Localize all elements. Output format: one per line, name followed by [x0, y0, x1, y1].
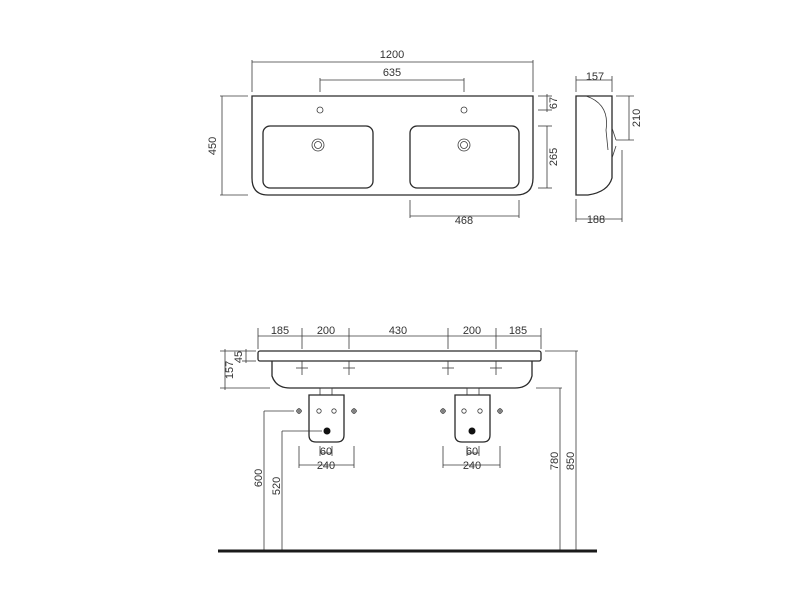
basin-inner-side: [585, 95, 609, 151]
trap-right-waste: [468, 427, 476, 435]
trap-left-waste: [323, 427, 331, 435]
dim-seg-2: 200: [317, 325, 335, 337]
right-bowl: [409, 125, 520, 189]
tap-hole-right: [460, 106, 468, 114]
trap-right-bolt-1: [461, 408, 467, 414]
basin-body-front: [271, 361, 533, 389]
dim-trap-inner-right: 60: [466, 446, 478, 458]
dim-seg-1: 185: [271, 325, 289, 337]
dim-side-bottom: 188: [587, 214, 605, 226]
trap-left-bolt-2: [331, 408, 337, 414]
trap-left-bolt-1: [316, 408, 322, 414]
dim-seg-3: 430: [389, 325, 407, 337]
top-view: 1200 635 450 67 265 468: [207, 49, 560, 227]
tap-hole-left: [316, 106, 324, 114]
trap-neck-left: [319, 387, 333, 396]
trap-neck-right: [466, 387, 480, 396]
basin-rim: [257, 350, 542, 362]
drain-right: [457, 138, 471, 152]
dim-seg-5: 185: [509, 325, 527, 337]
front-view: 185 200 430 200 185 45 157 60 240 60 240: [218, 325, 597, 553]
left-bowl: [262, 125, 374, 189]
side-view: 157 210 188: [575, 71, 643, 226]
dim-tap-offset: 67: [548, 97, 560, 109]
dim-side-top: 157: [586, 71, 604, 83]
dim-depth: 450: [207, 137, 219, 155]
drain-left-inner: [314, 141, 322, 149]
dim-rim-thickness: 45: [233, 351, 245, 363]
dim-overall-height: 850: [565, 452, 577, 470]
dim-seg-4: 200: [463, 325, 481, 337]
drain-right-inner: [460, 141, 468, 149]
basin-profile-side: [575, 95, 613, 196]
tap-cross-4: [490, 361, 502, 375]
dim-trap-outer-left: 240: [317, 460, 335, 472]
dim-trap-outer-right: 240: [463, 460, 481, 472]
dim-trap-inner-left: 60: [320, 446, 332, 458]
drain-left: [311, 138, 325, 152]
dim-waste-height-2: 520: [271, 477, 283, 495]
basin-outline-top: [251, 95, 534, 196]
tap-cross-1: [296, 361, 308, 375]
tap-cross-2: [343, 361, 355, 375]
dim-width: 1200: [380, 49, 404, 61]
dim-waste-height-1: 600: [253, 469, 265, 487]
dim-bowl-depth: 265: [548, 148, 560, 166]
trap-right: [454, 394, 491, 443]
dim-basin-height: 157: [224, 361, 236, 379]
trap-left: [308, 394, 345, 443]
trap-right-bolt-2: [477, 408, 483, 414]
dim-side-height: 210: [631, 109, 643, 127]
tap-cross-3: [442, 361, 454, 375]
dim-rim-height: 780: [549, 452, 561, 470]
dim-tap-spacing: 635: [383, 67, 401, 79]
dim-bowl-width: 468: [455, 215, 473, 227]
